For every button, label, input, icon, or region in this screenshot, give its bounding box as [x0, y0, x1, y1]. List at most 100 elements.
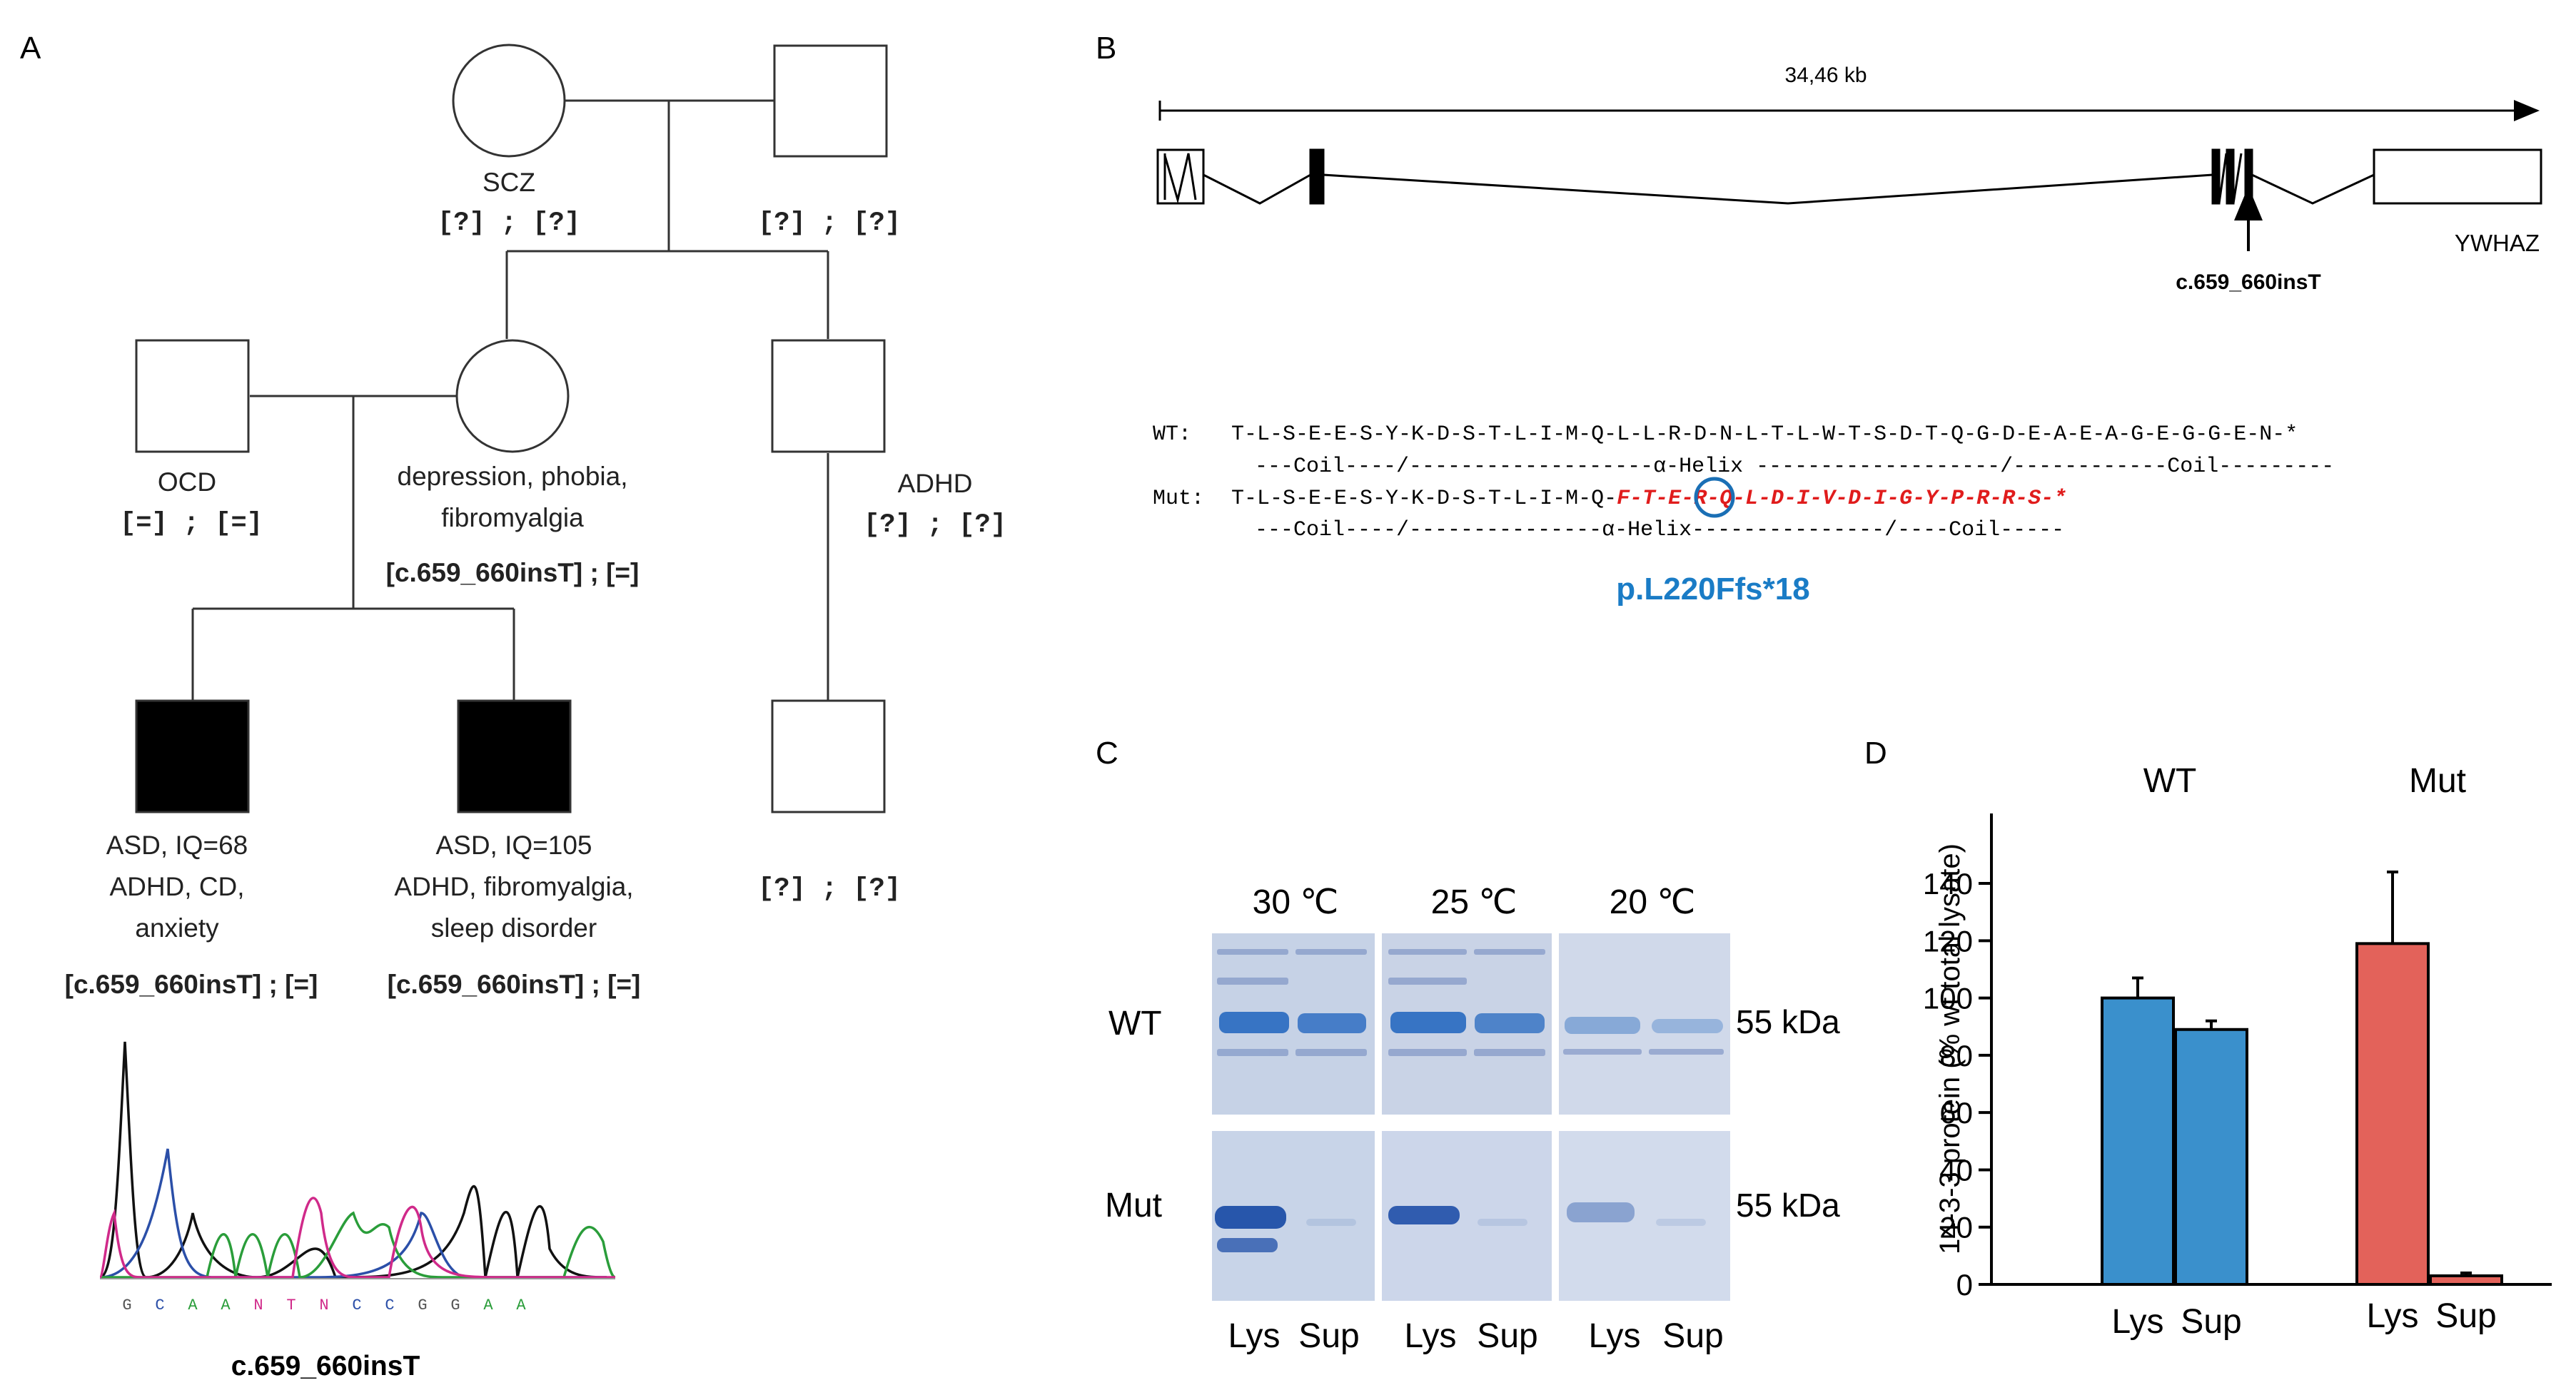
mother-phenotype-line2: fibromyalgia: [441, 503, 584, 532]
exon-4: [2226, 148, 2235, 205]
affected-son-1-symbol: [135, 699, 250, 813]
uncle-genotype: [?] ; [?]: [864, 510, 1006, 540]
base-call: A: [516, 1297, 526, 1314]
father-phenotype: OCD: [158, 467, 216, 497]
x-category-label: Lys: [2112, 1303, 2164, 1341]
base-call: N: [319, 1297, 328, 1314]
y-tick-label: 140: [1923, 867, 1973, 901]
y-tick-label: 80: [1939, 1039, 1973, 1072]
gel-row-label-wt: WT: [1108, 1005, 1162, 1043]
gene-structure: [1156, 148, 2542, 205]
bar-sup: [2429, 1274, 2503, 1286]
lane-label-1: Lys: [1228, 1317, 1281, 1355]
base-call: A: [188, 1297, 198, 1314]
x-category-label: Lys: [2367, 1297, 2419, 1335]
base-call: C: [155, 1297, 164, 1314]
pedigree-lines: [191, 99, 829, 701]
mother-genotype: [c.659_660insT] ; [=]: [386, 558, 640, 587]
gel-mut: [1212, 1131, 1730, 1301]
temp-label-30: 30 ℃: [1253, 883, 1339, 921]
base-call: T: [286, 1297, 296, 1314]
uncle-symbol: [771, 339, 886, 453]
son2-phenotype-line2: ADHD, fibromyalgia,: [394, 872, 633, 901]
mother-phenotype-line1: depression, phobia,: [398, 462, 628, 491]
son1-phenotype-line1: ASD, IQ=68: [106, 831, 248, 860]
grandfather-symbol: [773, 44, 888, 158]
wt-structure: ---Coil----/-------------------α-Helix -…: [1255, 455, 2334, 479]
gel-row-label-mut: Mut: [1105, 1187, 1162, 1224]
mut-kda-label: 55 kDa: [1736, 1187, 1840, 1224]
x-category-label: Sup: [2181, 1303, 2241, 1341]
wt-kda-label: 55 kDa: [1736, 1003, 1840, 1040]
son1-phenotype-line3: anxiety: [135, 913, 219, 943]
mut-sequence-frameshift: F-T-E-R-Q-L-D-I-V-D-I-G-Y-P-R-R-S-*: [1617, 487, 2066, 511]
panel-label-c: C: [1096, 736, 1118, 771]
lane-label-2: Sup: [1298, 1317, 1359, 1355]
wt-sequence: T-L-S-E-E-S-Y-K-D-S-T-L-I-M-Q-L-L-R-D-N-…: [1231, 422, 2298, 447]
base-call: A: [221, 1297, 231, 1314]
y-tick-label: 0: [1956, 1268, 1973, 1302]
chromatogram-label: c.659_660insT: [231, 1351, 420, 1381]
lane-label-6: Sup: [1662, 1317, 1723, 1355]
mutation-site-circle: [1694, 477, 1735, 518]
son1-phenotype-line2: ADHD, CD,: [109, 872, 244, 901]
base-call: G: [418, 1297, 427, 1314]
son2-phenotype-line3: sleep disorder: [431, 913, 597, 943]
mut-seq-label: Mut:: [1153, 487, 1204, 511]
y-tick-label: 100: [1923, 982, 1973, 1015]
cousin-symbol: [771, 699, 886, 813]
bar-lys: [2355, 942, 2430, 1286]
group-label-wt: WT: [2143, 762, 2197, 800]
father-symbol: [135, 339, 250, 453]
x-category-label: Sup: [2435, 1297, 2496, 1335]
y-tick-label: 120: [1923, 924, 1973, 958]
sequence-alignment: WT: T-L-S-E-E-S-Y-K-D-S-T-L-I-M-Q-L-L-R-…: [1153, 422, 2334, 542]
affected-son-2-symbol: [457, 699, 572, 813]
mut-sequence-prefix: T-L-S-E-E-S-Y-K-D-S-T-L-I-M-Q-: [1231, 487, 1617, 511]
temp-label-25: 25 ℃: [1431, 883, 1517, 921]
base-call: N: [253, 1297, 263, 1314]
exon-3: [2211, 148, 2221, 205]
y-axis-title: 14-3-3 protein (% wt total lysate): [1934, 843, 1966, 1254]
son2-phenotype-line1: ASD, IQ=105: [435, 831, 592, 860]
y-tick-label: 40: [1939, 1153, 1973, 1187]
gene-name: YWHAZ: [2455, 230, 2540, 256]
father-genotype: [=] ; [=]: [120, 509, 263, 539]
wt-seq-label: WT:: [1153, 422, 1191, 447]
lane-label-5: Lys: [1589, 1317, 1641, 1355]
base-call: G: [450, 1297, 460, 1314]
cousin-genotype: [?] ; [?]: [758, 874, 901, 904]
mother-symbol: [455, 339, 570, 453]
exon-2: [1309, 148, 1325, 205]
mutation-label: c.659_660insT: [2176, 270, 2320, 294]
base-call: A: [483, 1297, 493, 1314]
grandmother-symbol: [452, 44, 566, 158]
son1-genotype: [c.659_660insT] ; [=]: [65, 970, 318, 999]
bar-lys: [2101, 996, 2175, 1287]
temp-label-20: 20 ℃: [1610, 883, 1696, 921]
exon-6: [2373, 148, 2542, 205]
exon-1-break: [1163, 153, 1197, 204]
group-label-mut: Mut: [2409, 762, 2466, 800]
uncle-phenotype: ADHD: [898, 469, 973, 498]
svg-text:T-L-S-E-E-S-Y-K-D-S-T-L-I-M-Q-: T-L-S-E-E-S-Y-K-D-S-T-L-I-M-Q-F-T-E-R-Q-…: [1231, 487, 2066, 511]
lane-label-3: Lys: [1405, 1317, 1457, 1355]
mut-structure: ---Coil----/---------------α-Helix------…: [1255, 518, 2064, 542]
panel-label-b: B: [1096, 31, 1116, 66]
gene-length-label: 34,46 kb: [1784, 64, 1867, 87]
protein-change-label: p.L220Ffs*18: [1616, 572, 1809, 607]
lane-label-4: Sup: [1477, 1317, 1537, 1355]
gf-genotype: [?] ; [?]: [438, 208, 580, 238]
y-tick-label: 20: [1939, 1211, 1973, 1244]
base-call: C: [352, 1297, 361, 1314]
chromatogram-traces: [99, 1041, 616, 1279]
gm-genotype: [?] ; [?]: [758, 208, 901, 238]
son2-genotype: [c.659_660insT] ; [=]: [388, 970, 641, 999]
gf-phenotype: SCZ: [483, 168, 535, 197]
base-call: G: [122, 1297, 131, 1314]
gel-wt: [1212, 933, 1730, 1115]
panel-label-a: A: [20, 31, 41, 66]
